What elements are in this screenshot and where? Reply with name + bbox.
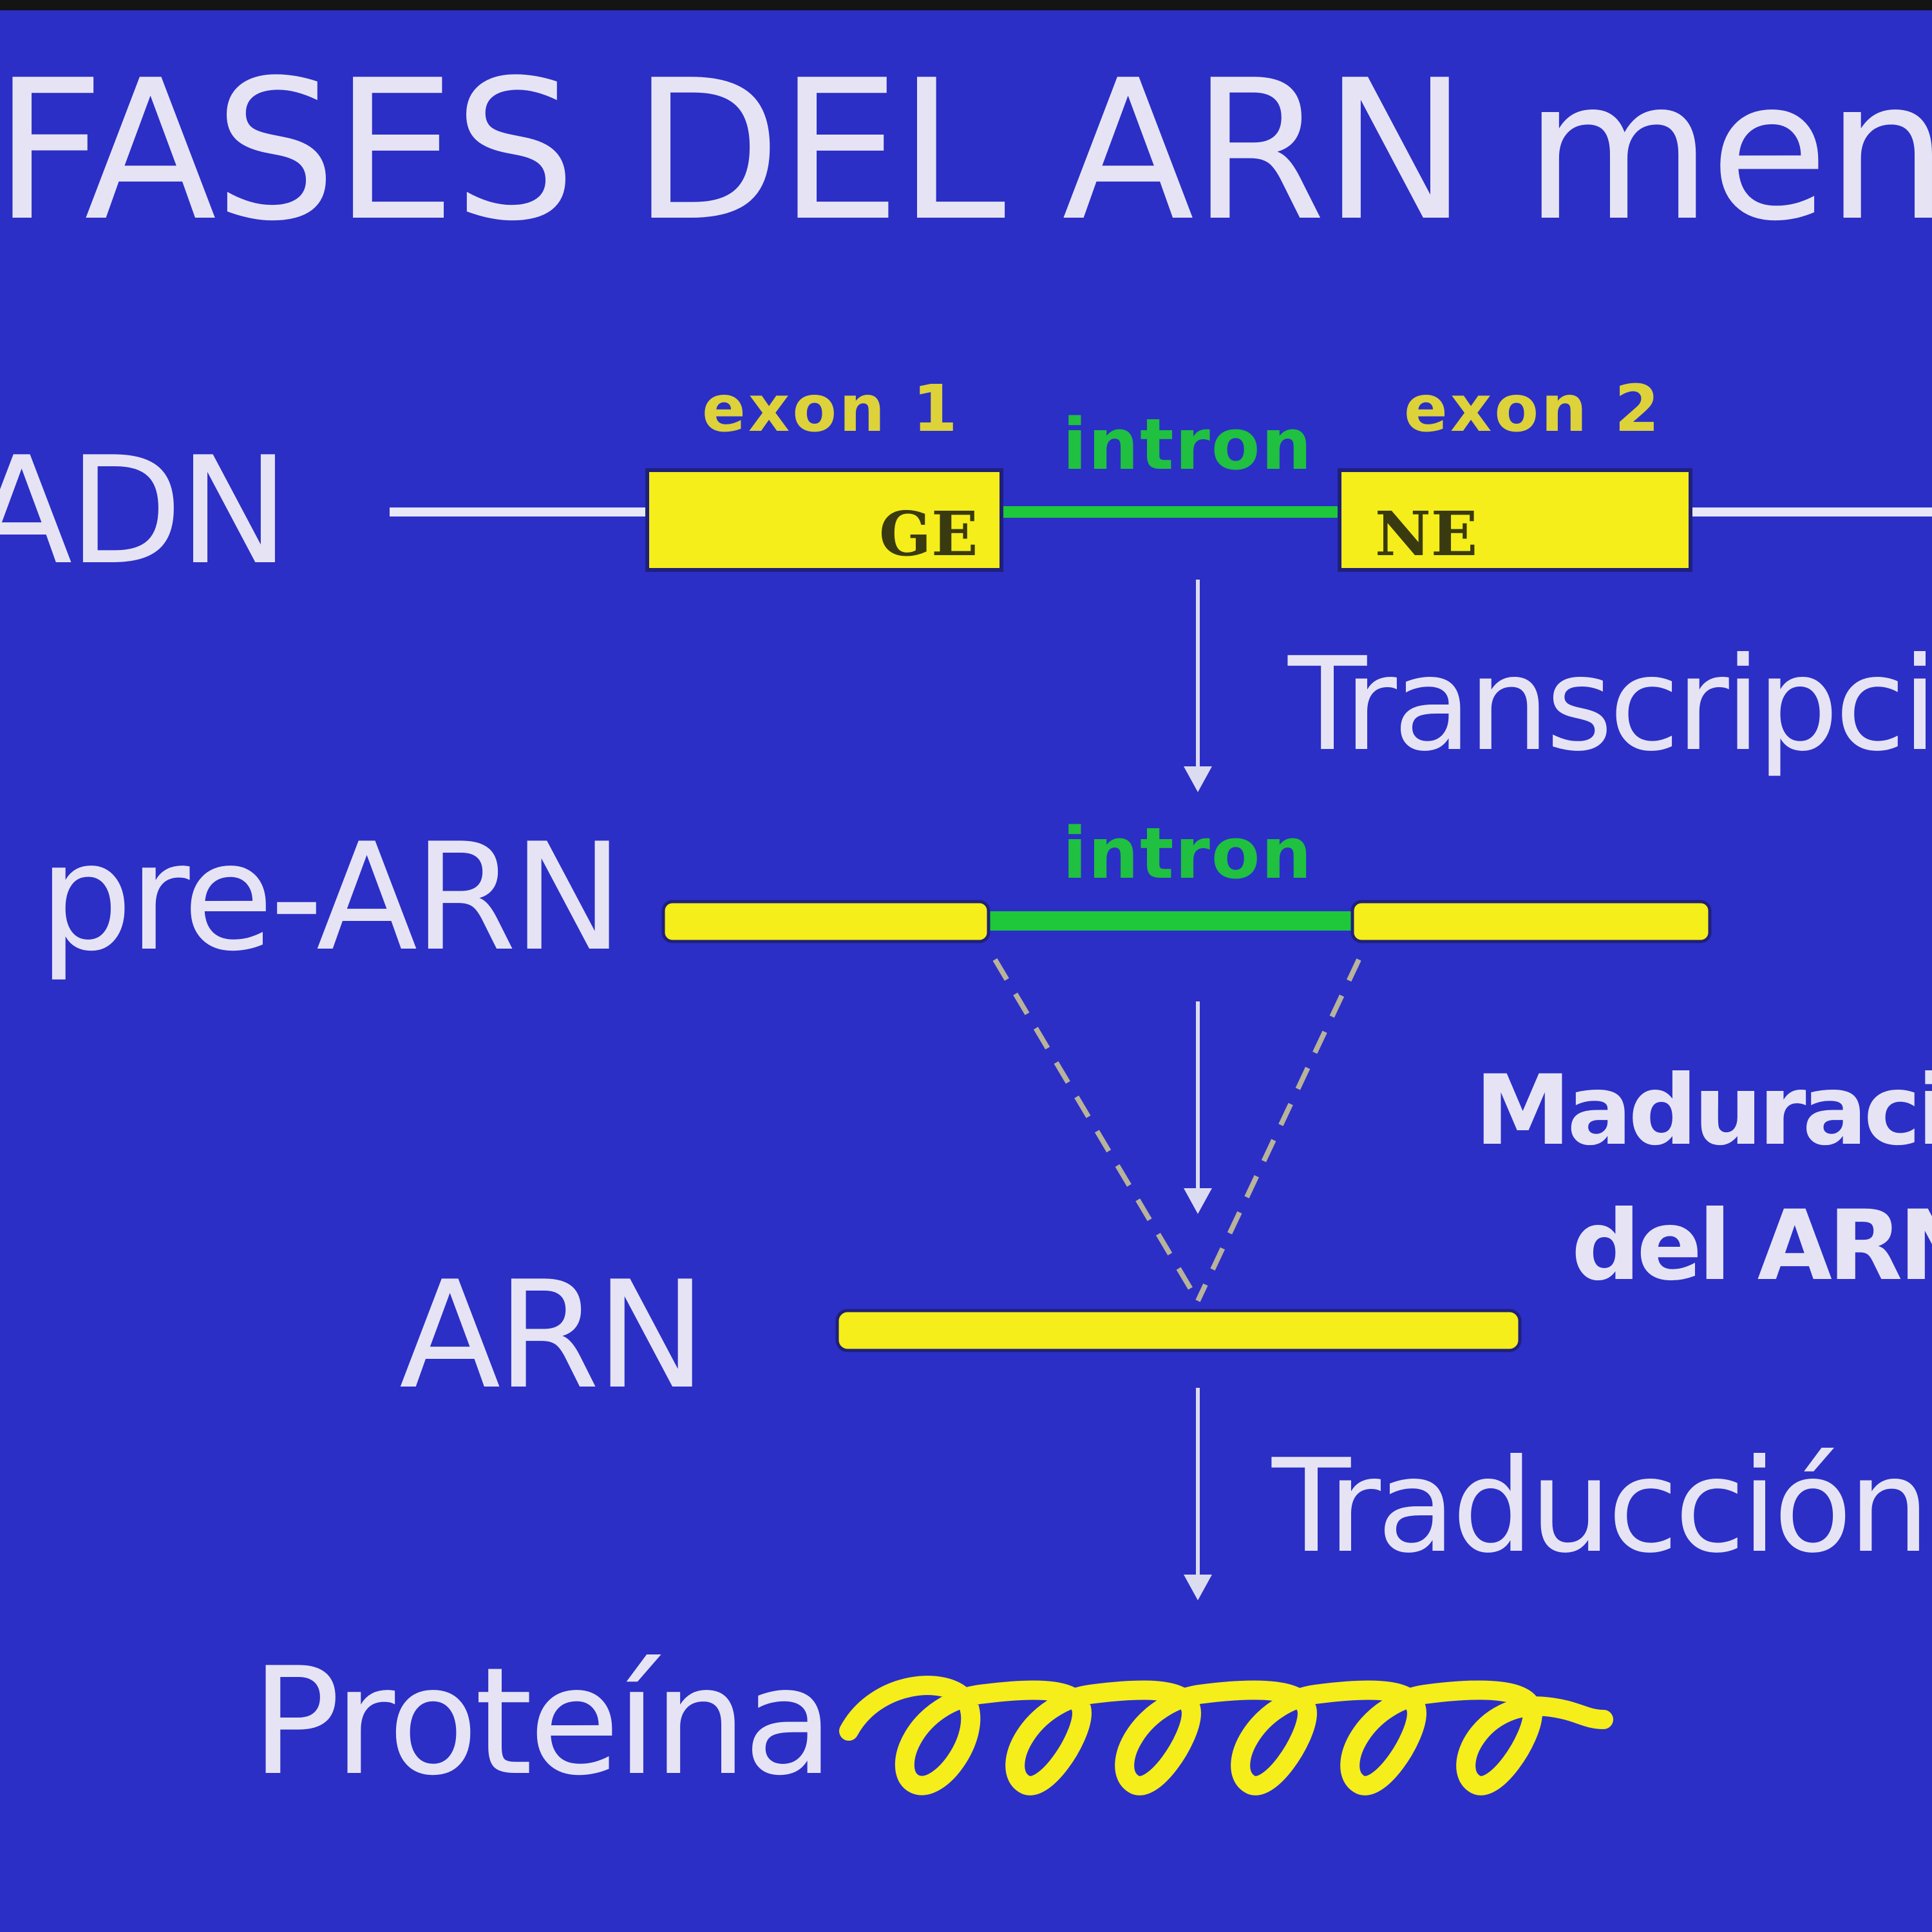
- splice-guide-right: [1195, 958, 1361, 1302]
- exon-1-end-code: GE: [879, 498, 978, 570]
- arn-label: ARN: [399, 1250, 706, 1422]
- protein-helix: [839, 1676, 1613, 1795]
- translation-arrowhead: [1184, 1575, 1212, 1600]
- exon-2-label: exon 2: [1404, 371, 1662, 446]
- maturation-arrowhead: [1184, 1188, 1212, 1214]
- exon-1-label: exon 1: [702, 371, 960, 446]
- pre-arn-intron-label: intron: [1063, 812, 1313, 895]
- translation-label: Traducción: [1272, 1432, 1930, 1582]
- maturation-label-line1: Maduración: [1475, 1055, 1932, 1167]
- adn-exon-1: [645, 468, 1003, 572]
- exon-2-start-code: NE: [1375, 498, 1478, 570]
- adn-exon-2: [1338, 468, 1692, 572]
- maturation-label-line2: del ARN: [1571, 1190, 1932, 1302]
- adn-intron-label: intron: [1063, 403, 1313, 486]
- pre-arn-exon-2: [1350, 900, 1712, 943]
- adn-label: ADN: [0, 426, 289, 598]
- arn-mature-strand: [835, 1309, 1522, 1352]
- proteina-label: Proteína: [251, 1636, 834, 1808]
- pre-arn-label: pre-ARN: [39, 812, 623, 984]
- splice-guide-left: [992, 958, 1200, 1303]
- transcription-label: Transcripción: [1288, 630, 1932, 780]
- slide-title: FASES DEL ARN mensajero: [0, 39, 1932, 263]
- pre-arn-exon-1: [661, 900, 990, 943]
- transcription-arrowhead: [1184, 766, 1212, 792]
- top-border: [0, 0, 1932, 10]
